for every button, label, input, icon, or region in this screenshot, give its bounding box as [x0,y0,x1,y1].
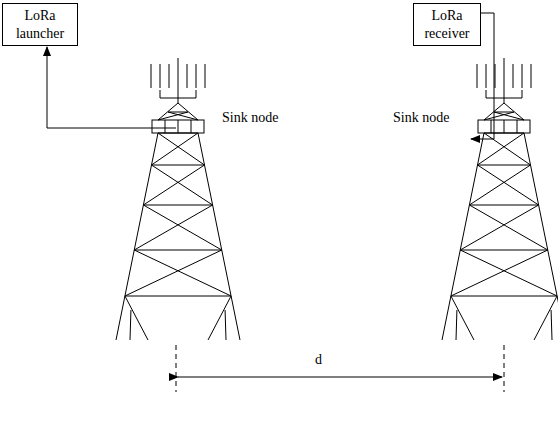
dimension-label: d [313,352,324,368]
device-box: LoRa receiver [413,3,481,46]
node-label: Sink node [220,110,280,126]
box-text: LoRa launcher [8,7,72,42]
dimension-arrow [178,377,502,378]
dimension-line [504,345,505,392]
box-text: LoRa receiver [419,7,475,42]
node-label: Sink node [391,110,451,126]
leader-line [47,47,176,128]
dimension-line [176,345,177,392]
device-box: LoRa launcher [2,3,78,46]
